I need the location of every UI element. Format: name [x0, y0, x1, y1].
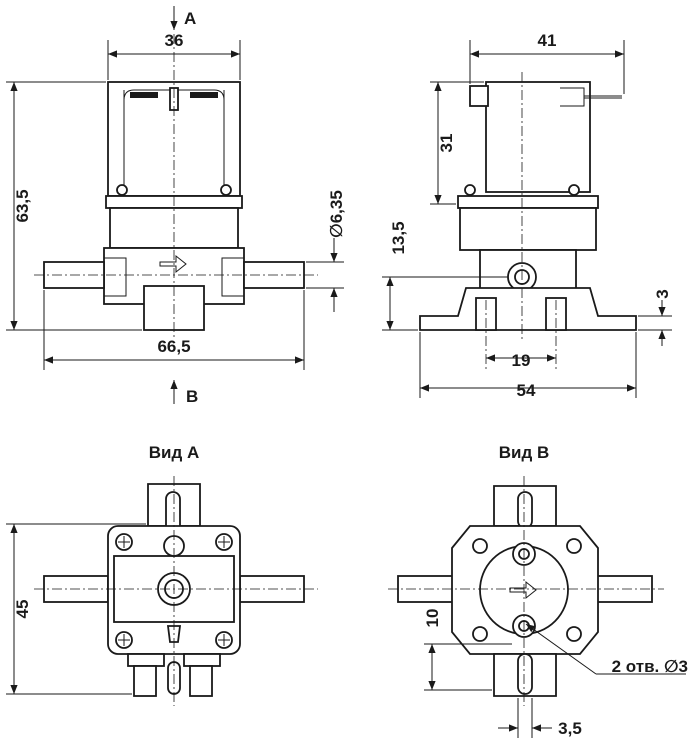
dim-coil: 31	[437, 134, 456, 153]
arrow-b-label: B	[186, 387, 198, 406]
dim-holes: 19	[512, 351, 531, 370]
front-view: A 36 63,5	[6, 6, 346, 406]
arrow-a-label: A	[184, 9, 196, 28]
dim-height-front: 63,5	[13, 189, 32, 222]
view-b: Вид B 10 3,5	[388, 443, 688, 738]
dim-diameter: ∅6,35	[327, 190, 346, 238]
dim-length: 66,5	[157, 337, 190, 356]
view-a: Вид A 45	[6, 443, 318, 706]
dim-width-front: 36	[165, 31, 184, 50]
dim-height-view-a: 45	[13, 600, 32, 619]
dim-axis: 13,5	[389, 221, 408, 254]
dim-slot: 3,5	[558, 719, 582, 738]
dim-width-side: 41	[538, 31, 557, 50]
callout-holes: 2 отв. ∅3	[612, 657, 688, 676]
dim-offset: 10	[423, 609, 442, 628]
side-view: 41 31 13,5 3 19 54	[382, 31, 672, 400]
view-a-title: Вид A	[149, 443, 200, 462]
view-b-title: Вид B	[499, 443, 550, 462]
dim-foot: 3	[653, 289, 672, 298]
dim-base: 54	[517, 381, 536, 400]
